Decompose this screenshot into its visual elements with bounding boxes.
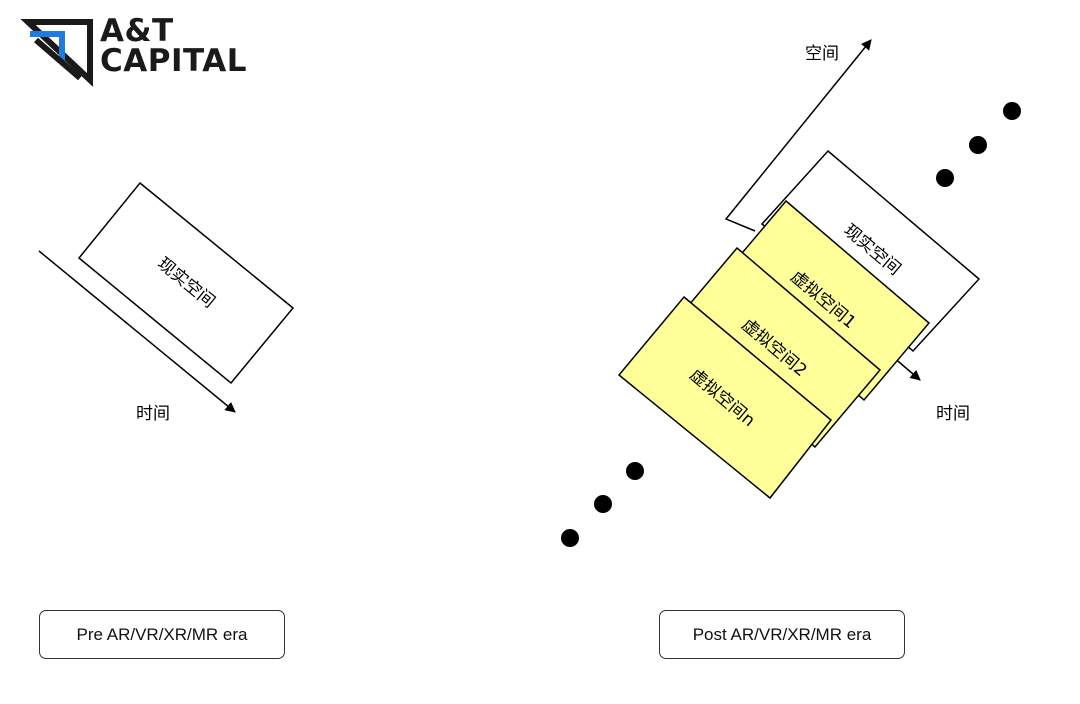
post-era-label-text: Post AR/VR/XR/MR era <box>692 624 872 644</box>
virtual-space-box-2 <box>670 246 882 449</box>
ellipsis-dots-upper <box>936 102 1021 187</box>
virtual-space-box-n <box>617 295 833 500</box>
post-real-space-box <box>760 149 981 353</box>
brand-name-line1: A&T <box>100 13 174 49</box>
at-capital-logo-icon <box>20 19 93 87</box>
brand-name-line2: CAPITAL <box>100 43 247 79</box>
space-axis-label: 空间 <box>805 44 839 64</box>
pre-time-axis-label: 时间 <box>136 404 170 424</box>
post-era-diagram: 现实空间 虚拟空间1 虚拟空间2 虚拟空间n 空间 时间 <box>561 39 1021 547</box>
pre-real-space-box <box>77 181 295 385</box>
pre-era-label: Pre AR/VR/XR/MR era <box>39 610 285 659</box>
post-time-axis-label: 时间 <box>936 404 970 424</box>
space-axis-arrow <box>724 39 872 232</box>
pre-era-label-text: Pre AR/VR/XR/MR era <box>76 624 248 644</box>
post-era-label: Post AR/VR/XR/MR era <box>659 610 905 659</box>
ellipsis-dots-lower <box>561 462 644 547</box>
brand-name: A&T CAPITAL <box>100 13 247 79</box>
pre-era-diagram: 现实空间 时间 <box>38 181 295 424</box>
pre-time-axis-arrow <box>38 250 236 413</box>
